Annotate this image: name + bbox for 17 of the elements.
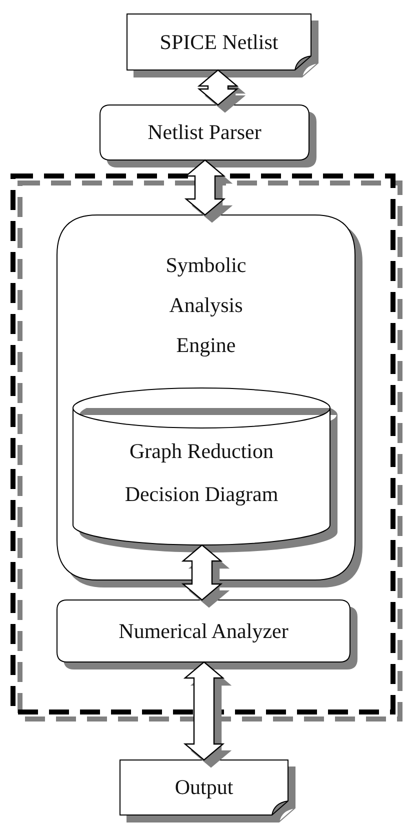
process-box <box>100 105 309 160</box>
node-label: Numerical Analyzer <box>118 618 290 645</box>
block-arrow <box>197 69 239 106</box>
engine-box <box>57 215 355 580</box>
document-box <box>127 14 311 70</box>
database-cylinder <box>73 388 330 545</box>
document-box <box>120 760 288 815</box>
node-label: Output <box>174 774 234 801</box>
block-arrow <box>184 159 226 216</box>
node-label: Netlist Parser <box>146 119 262 146</box>
process-box <box>57 600 350 662</box>
block-arrow <box>183 661 225 761</box>
node-label: Symbolic Analysis Engine <box>164 252 248 359</box>
dashed-boundary <box>13 176 393 712</box>
block-arrow <box>181 544 223 601</box>
node-label: Graph Reduction Decision Diagram <box>124 438 280 508</box>
node-label: SPICE Netlist <box>158 29 280 56</box>
